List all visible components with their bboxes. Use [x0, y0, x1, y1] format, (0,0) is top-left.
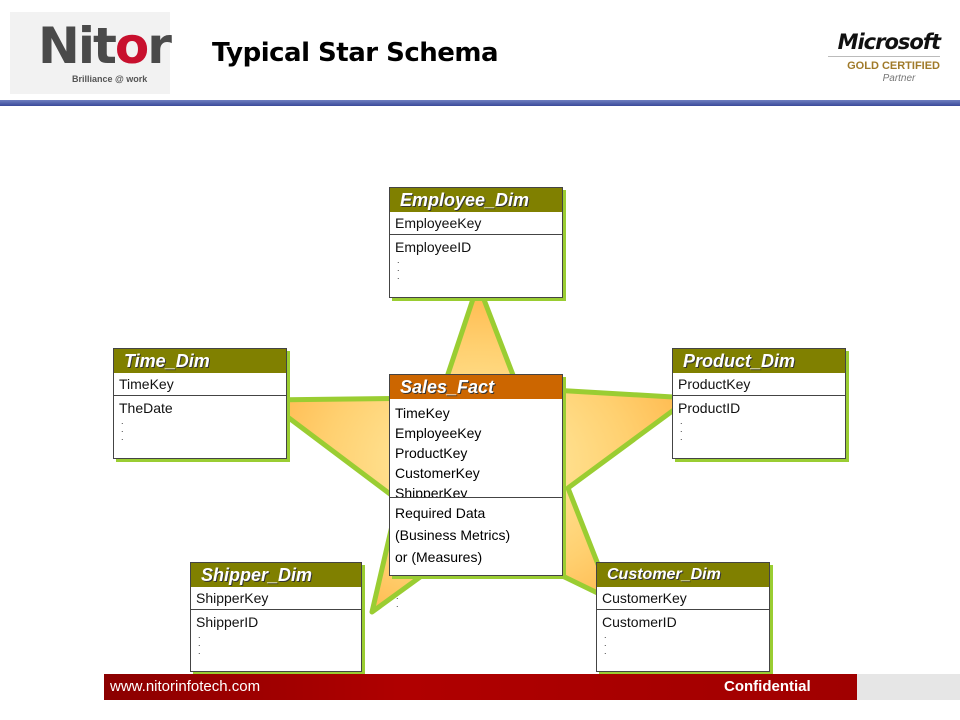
table-header: Product_Dim: [673, 349, 845, 373]
table-header: Shipper_Dim: [191, 563, 361, 587]
logo-wordmark: Nitor: [38, 17, 172, 75]
primary-key: TimeKey: [114, 373, 286, 396]
table-header: Time_Dim: [114, 349, 286, 373]
measure-line: Required Data: [395, 505, 486, 521]
table-fields: CustomerID ...: [597, 610, 769, 658]
more-fields-ellipsis: ...: [121, 416, 124, 442]
fact-more-ellipsis: ..: [396, 591, 399, 609]
footer-end-block: [857, 674, 960, 700]
confidential-label: Confidential: [724, 678, 811, 695]
primary-key: EmployeeKey: [390, 212, 562, 235]
logo-letter-o: o: [114, 17, 149, 75]
table-fields: EmployeeID ...: [390, 235, 562, 283]
nitor-logo: Nitor Brilliance @ work: [10, 12, 172, 94]
foreign-key: CustomerKey: [395, 465, 480, 481]
table-fields: ShipperID ...: [191, 610, 361, 658]
badge-brand: Microsoft: [837, 30, 941, 54]
footer-url[interactable]: www.nitorinfotech.com: [110, 678, 261, 695]
foreign-key: TimeKey: [395, 405, 450, 421]
product-dim-table[interactable]: Product_Dim ProductKey ProductID ...: [672, 348, 846, 459]
slide-footer: www.nitorinfotech.com Confidential: [104, 674, 857, 700]
badge-certification: GOLD CERTIFIED: [828, 56, 940, 73]
more-fields-ellipsis: ...: [680, 416, 683, 442]
field: TheDate: [119, 400, 173, 416]
field: ShipperID: [196, 614, 259, 630]
badge-partner-label: Partner: [882, 73, 916, 84]
table-fields: ProductID ...: [673, 396, 845, 444]
shipper-dim-table[interactable]: Shipper_Dim ShipperKey ShipperID ...: [190, 562, 362, 672]
primary-key: ProductKey: [673, 373, 845, 396]
customer-dim-table[interactable]: Customer_Dim CustomerKey CustomerID ...: [596, 562, 770, 672]
primary-key: ShipperKey: [191, 587, 361, 610]
measure-line: or (Measures): [395, 549, 483, 565]
measures: Required Data (Business Metrics) or (Mea…: [390, 498, 562, 572]
foreign-key: ShipperKey: [395, 485, 468, 498]
table-header: Employee_Dim: [390, 188, 562, 212]
more-fields-ellipsis: ...: [397, 255, 400, 281]
microsoft-partner-badge: Microsoft GOLD CERTIFIED Partner: [828, 30, 941, 86]
field: CustomerID: [602, 614, 677, 630]
field: EmployeeID: [395, 239, 472, 255]
primary-key: CustomerKey: [597, 587, 769, 610]
foreign-keys: TimeKey EmployeeKey ProductKey CustomerK…: [390, 399, 562, 498]
header-divider: [0, 100, 960, 106]
page-title: Typical Star Schema: [212, 38, 499, 68]
table-header: Sales_Fact: [390, 375, 562, 399]
slide-header: Nitor Brilliance @ work Typical Star Sch…: [0, 0, 960, 106]
time-dim-table[interactable]: Time_Dim TimeKey TheDate ...: [113, 348, 287, 459]
measure-line: (Business Metrics): [395, 527, 511, 543]
more-fields-ellipsis: ...: [604, 630, 607, 656]
logo-tagline: Brilliance @ work: [72, 74, 148, 84]
foreign-key: ProductKey: [395, 445, 468, 461]
foreign-key: EmployeeKey: [395, 425, 482, 441]
field: ProductID: [678, 400, 741, 416]
table-header: Customer_Dim: [597, 563, 769, 587]
table-fields: TheDate ...: [114, 396, 286, 444]
sales-fact-table[interactable]: Sales_Fact TimeKey EmployeeKey ProductKe…: [389, 374, 563, 576]
employee-dim-table[interactable]: Employee_Dim EmployeeKey EmployeeID ...: [389, 187, 563, 298]
more-fields-ellipsis: ...: [198, 630, 201, 656]
